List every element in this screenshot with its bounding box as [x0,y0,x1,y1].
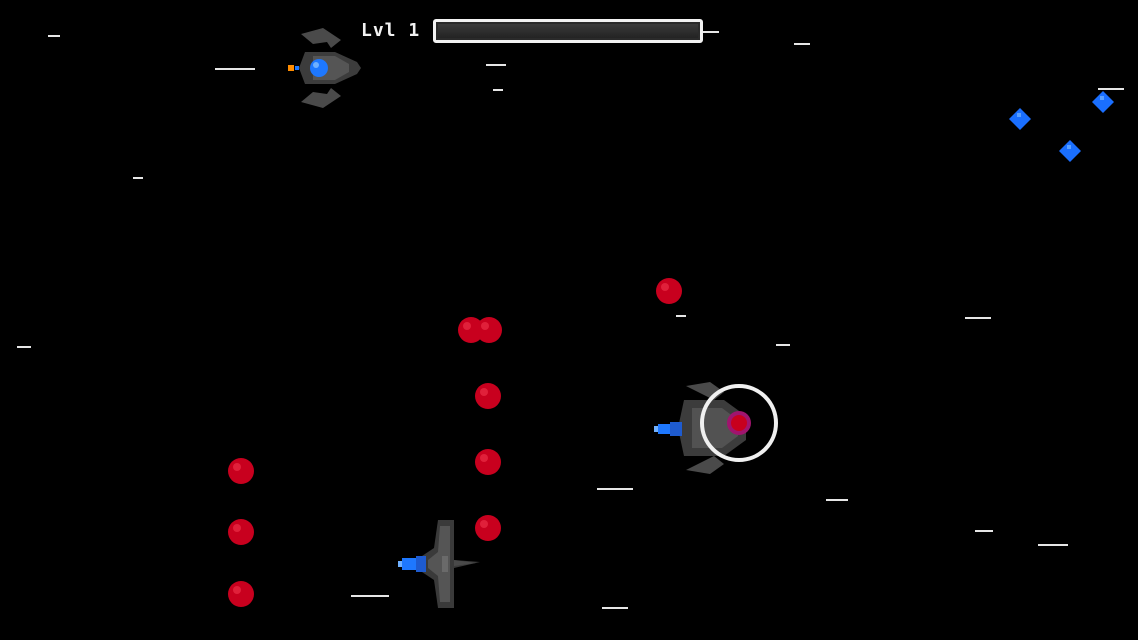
star [975,530,993,532]
fighter-ship-icon[interactable] [392,516,488,612]
level-label: Lvl 1 [361,20,421,41]
enemy-bullet-icon [656,278,682,304]
gem-icon [1059,140,1081,162]
star [17,346,31,348]
star [1098,88,1124,90]
star [133,177,143,179]
star [597,488,633,490]
targeted-fighter-icon [654,382,778,474]
star [826,499,848,501]
enemy-bullet-icon [228,519,254,545]
enemy-bullet-icon [228,581,254,607]
star [794,43,810,45]
experience-bar-tick [703,31,719,33]
gem-icon [1009,108,1031,130]
star [676,315,686,317]
enemy-bullet-icon [476,317,502,343]
star [602,607,628,609]
enemy-bullet-icon [475,383,501,409]
star [965,317,991,319]
star [215,68,255,70]
enemy-bullet-icon [475,449,501,475]
star [48,35,60,37]
gem-icon [1092,91,1114,113]
enemy-bullet-icon [228,458,254,484]
enemy-bullet-icon [458,317,484,343]
star [493,89,503,91]
crescent-fighter-icon [288,28,361,108]
experience-bar [433,19,703,43]
experience-bar-track [438,24,698,38]
star [486,64,506,66]
star [1038,544,1068,546]
star [351,595,389,597]
star [776,344,790,346]
enemy-bullet-icon [475,515,501,541]
